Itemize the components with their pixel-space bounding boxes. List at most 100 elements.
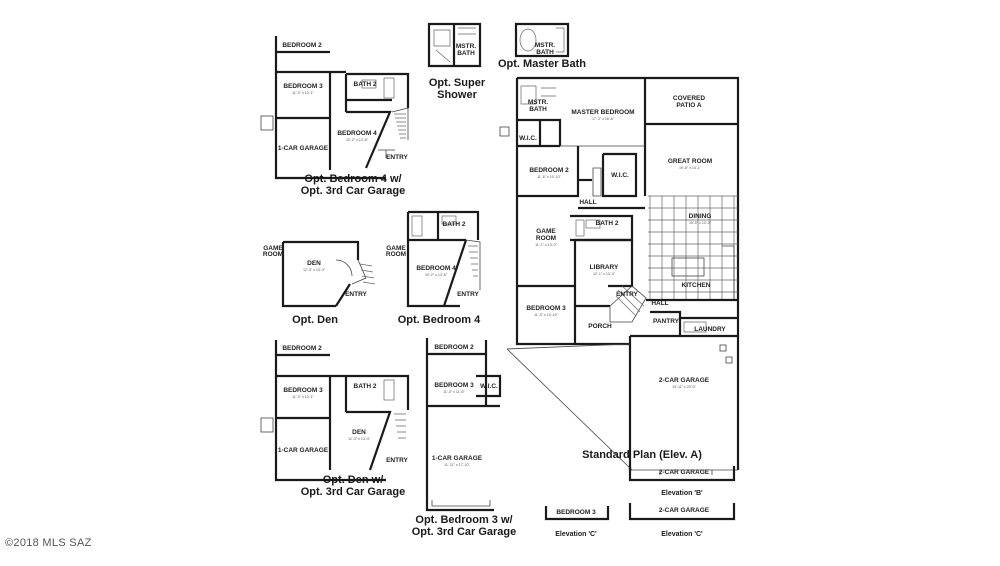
label-bedroom3-c: BEDROOM 3 — [556, 509, 596, 516]
label-room-2: ROOM — [386, 251, 406, 258]
opt-super-shower-plan: MSTR. BATH Opt. Super Shower — [427, 22, 486, 101]
label-game: GAME — [263, 245, 283, 252]
dim-dining: 15'-0" x 10'-2" — [689, 221, 712, 225]
caption-standard-plan: Standard Plan (Elev. A) — [582, 449, 702, 461]
label-bath2-3: BATH 2 — [354, 383, 377, 390]
label-2-car-garage: 2-CAR GARAGE — [659, 377, 710, 384]
label-room-3: ROOM — [536, 235, 556, 242]
label-wic-master: W.I.C. — [519, 135, 537, 142]
copyright-watermark: ©2018 MLS SAZ — [5, 537, 92, 549]
caption-opt-bedroom4-garage-line1: Opt. Bedroom 4 w/ — [304, 173, 401, 185]
label-bedroom3: BEDROOM 3 — [283, 83, 323, 90]
label-great-room: GREAT ROOM — [668, 158, 712, 165]
label-bedroom2: BEDROOM 2 — [282, 42, 322, 49]
opt-master-bath-plan: MSTR. BATH Opt. Master Bath — [498, 22, 586, 70]
caption-opt-den-garage-line2: Opt. 3rd Car Garage — [301, 486, 406, 498]
label-1-car-garage: 1-CAR GARAGE — [278, 145, 329, 152]
opt-bedroom4-garage-plan: BEDROOM 2 BEDROOM 3 11'-0" x 10'-1" BATH… — [260, 36, 410, 197]
label-bedroom3-3: BEDROOM 3 — [283, 387, 323, 394]
opt-bedroom4-plan: GAME ROOM BATH 2 BEDROOM 4 10'-2" x 13'-… — [386, 210, 481, 326]
label-entry-3: ENTRY — [457, 291, 479, 298]
label-bedroom3-4: BEDROOM 3 — [434, 382, 474, 389]
label-bedroom4: BEDROOM 4 — [337, 130, 377, 137]
label-game-3: GAME — [536, 228, 556, 235]
caption-opt-bedroom3-garage-line2: Opt. 3rd Car Garage — [412, 526, 517, 538]
dim-bedroom3-3: 11'-0" x 10'-1" — [292, 395, 315, 399]
label-library: LIBRARY — [590, 264, 619, 271]
label-mstr: MSTR. — [456, 43, 476, 50]
caption-opt-den-garage-line1: Opt. Den w/ — [323, 474, 384, 486]
dining-tile-grid — [648, 195, 738, 300]
opt-den-plan: GAME ROOM DEN 12'-3" x 13'-4" ENTRY Opt.… — [263, 240, 376, 326]
dim-den-2: 12'-3" x 13'-4" — [348, 437, 371, 441]
dim-bedroom3-4: 11'-0" x 11'-5" — [443, 390, 465, 394]
caption-opt-den: Opt. Den — [292, 314, 338, 326]
label-laundry: LAUNDRY — [694, 326, 726, 333]
dim-bedroom4: 10'-2" x 13'-6" — [346, 138, 369, 142]
caption-opt-master-bath: Opt. Master Bath — [498, 58, 586, 70]
dim-den: 12'-3" x 13'-4" — [303, 268, 326, 272]
opt-bedroom3-garage-plan: BEDROOM 2 BEDROOM 3 11'-0" x 11'-5" W.I.… — [412, 338, 517, 538]
label-den-2: DEN — [352, 429, 366, 436]
label-room: ROOM — [263, 251, 283, 258]
label-bath-2: BATH — [536, 49, 554, 56]
dim-master-bedroom: 17'-3" x 16'-6" — [592, 117, 615, 121]
label-2-car-garage-b: 2-CAR GARAGE — [659, 469, 710, 476]
label-entry: ENTRY — [386, 154, 408, 161]
opt-den-garage-plan: BEDROOM 2 BEDROOM 3 11'-0" x 10'-1" BATH… — [260, 340, 410, 498]
label-bedroom2-3: BEDROOM 2 — [282, 345, 322, 352]
label-mstr-2: MSTR. — [535, 42, 555, 49]
label-bedroom2-4: BEDROOM 2 — [434, 344, 474, 351]
dim-library: 12'-1" x 13'-4" — [593, 272, 616, 276]
label-2-car-garage-c: 2-CAR GARAGE — [659, 507, 710, 514]
label-patio-a: PATIO A — [676, 102, 701, 109]
label-entry-std: ENTRY — [616, 291, 638, 298]
label-wic: W.I.C. — [480, 383, 498, 390]
label-hall: HALL — [579, 199, 596, 206]
caption-opt-bedroom4: Opt. Bedroom 4 — [398, 314, 481, 326]
label-wic-central: W.I.C. — [611, 172, 629, 179]
dim-2-car-garage: 19'-11" x 20'-0" — [672, 385, 697, 389]
label-entry-2: ENTRY — [345, 291, 367, 298]
label-bedroom4-2: BEDROOM 4 — [416, 265, 456, 272]
dim-1-car-garage: 11'-11" x 17'-10" — [444, 463, 470, 467]
dim-game-room: 11'-1" x 13'-0" — [535, 243, 558, 247]
label-bedroom3-std: BEDROOM 3 — [526, 305, 566, 312]
label-mstr-3: MSTR. — [528, 99, 548, 106]
label-dining: DINING — [689, 213, 712, 220]
label-game-2: GAME — [386, 245, 406, 252]
dim-bedroom3: 11'-0" x 10'-1" — [292, 91, 315, 95]
label-bedroom2-std: BEDROOM 2 — [529, 167, 569, 174]
label-hall-2: HALL — [651, 300, 668, 307]
label-kitchen: KITCHEN — [682, 282, 711, 289]
kitchen-island — [671, 257, 705, 277]
label-porch: PORCH — [588, 323, 612, 330]
caption-opt-super-shower-line1: Opt. Super — [429, 77, 486, 89]
elevation-b-plan: 2-CAR GARAGE Elevation 'B' — [628, 466, 736, 497]
label-bath2-std: BATH 2 — [596, 220, 619, 227]
caption-opt-bedroom4-garage-line2: Opt. 3rd Car Garage — [301, 185, 406, 197]
label-bath-3: BATH — [529, 106, 547, 113]
label-1-car-garage-2: 1-CAR GARAGE — [278, 447, 329, 454]
label-master-bedroom: MASTER BEDROOM — [571, 109, 634, 116]
label-covered: COVERED — [673, 95, 705, 102]
caption-elevation-b: Elevation 'B' — [661, 490, 703, 497]
caption-elevation-c-right: Elevation 'C' — [661, 531, 703, 538]
dim-bedroom2: 11'-6" x 10'-10" — [537, 175, 562, 179]
label-1-car-garage-3: 1-CAR GARAGE — [432, 455, 483, 462]
caption-elevation-c-left: Elevation 'C' — [555, 531, 597, 538]
elevation-c-left-plan: BEDROOM 3 Elevation 'C' — [544, 506, 610, 538]
dim-great-room: 19'-8" x 14'-1" — [679, 166, 702, 170]
label-bath: BATH — [457, 50, 475, 57]
label-den: DEN — [307, 260, 321, 267]
standard-plan: MSTR. BATH W.I.C. MASTER BEDROOM 17'-3" … — [499, 76, 740, 475]
dim-bedroom3-std: 11'-0" x 10'-10" — [534, 313, 559, 317]
label-bath2: BATH 2 — [354, 81, 377, 88]
caption-opt-super-shower-line2: Shower — [437, 89, 477, 101]
label-bath2-2: BATH 2 — [443, 221, 466, 228]
label-entry-4: ENTRY — [386, 457, 408, 464]
dim-bedroom4-2: 10'-2" x 13'-6" — [425, 273, 448, 277]
label-pantry: PANTRY — [653, 318, 680, 325]
caption-opt-bedroom3-garage-line1: Opt. Bedroom 3 w/ — [415, 514, 512, 526]
